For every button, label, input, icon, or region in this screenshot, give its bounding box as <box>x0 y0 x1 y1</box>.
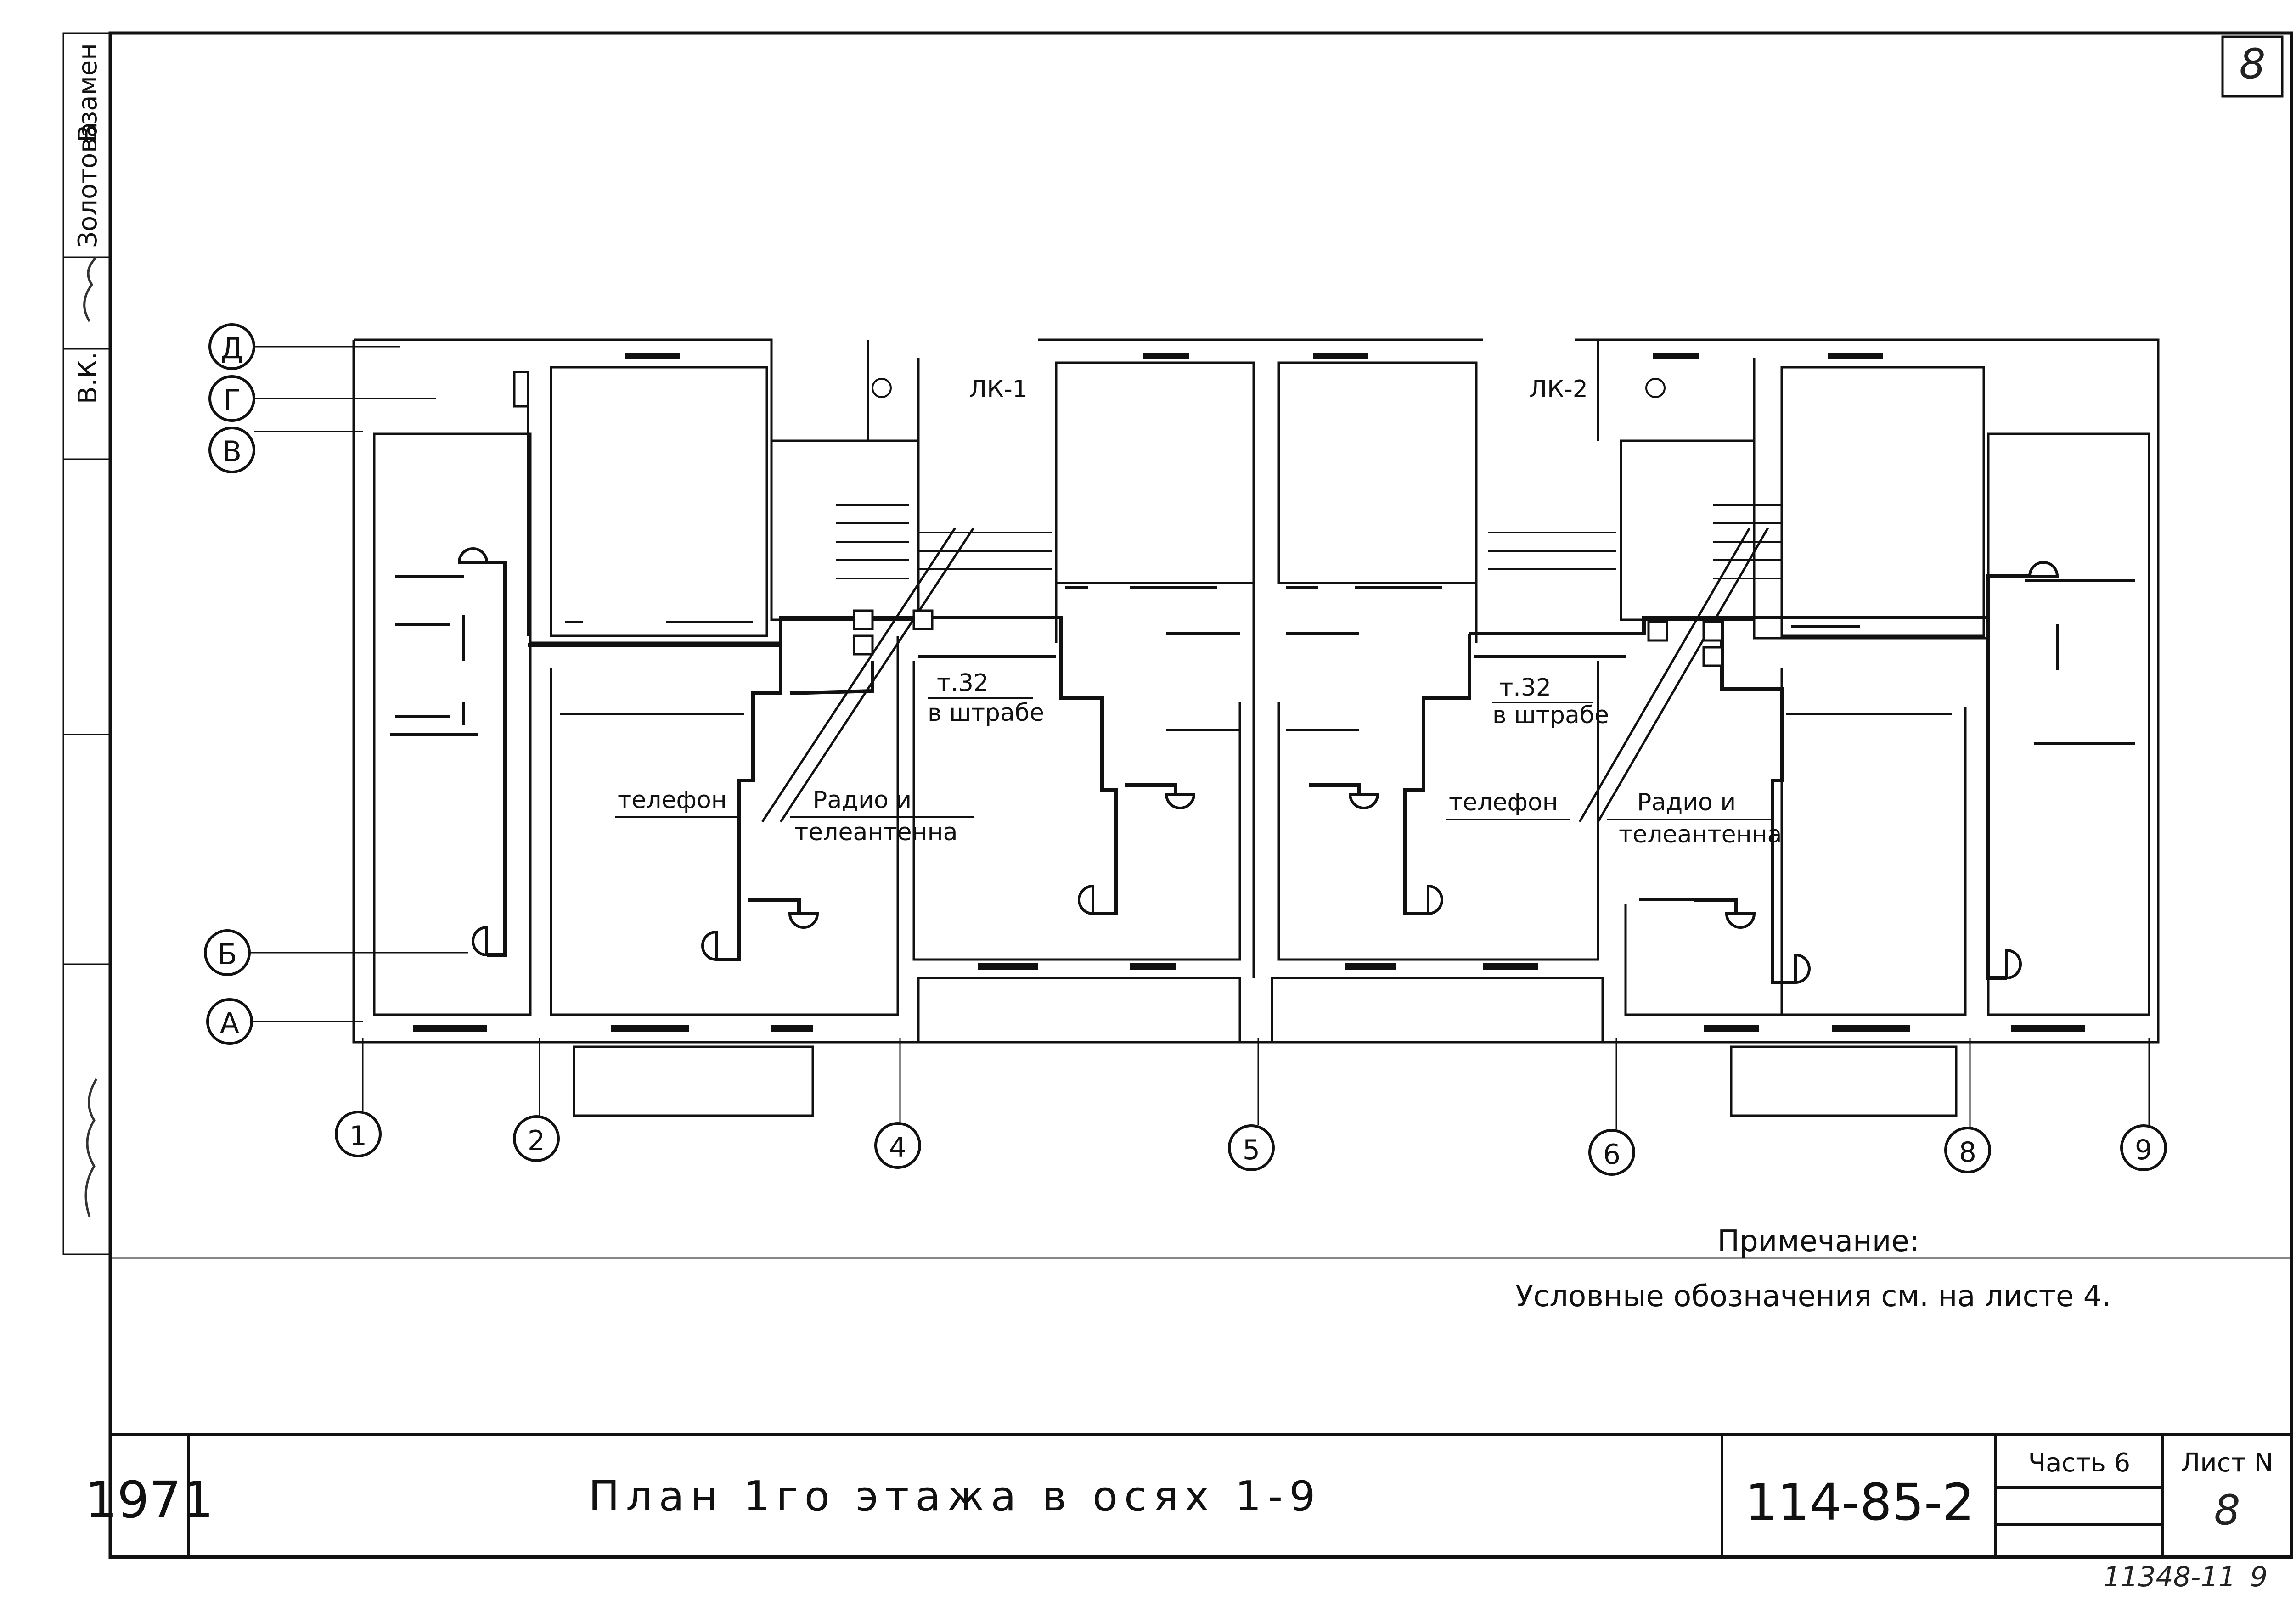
label-radio-right-2: телеантенна <box>1619 821 1782 848</box>
label-underlines <box>615 697 1773 820</box>
riser-circle-right <box>1645 378 1666 398</box>
svg-text:Б: Б <box>218 938 237 971</box>
axis-col-9: 9 <box>2120 1038 2167 1171</box>
margin-text-vk: В.К. <box>73 352 103 404</box>
socket-symbols <box>457 547 2059 984</box>
axis-row-a: А <box>206 998 363 1045</box>
label-radio-right-1: Радио и <box>1637 789 1736 816</box>
svg-text:2: 2 <box>528 1125 545 1157</box>
margin-signature <box>84 1078 98 1217</box>
label-t32-left: т.32 <box>937 669 989 697</box>
stair-steps-lk1 <box>836 504 1052 579</box>
plan-labels: ЛК-1 ЛК-2 телефон Радио и телеантенна т.… <box>618 376 1782 848</box>
svg-text:8: 8 <box>1959 1136 1976 1168</box>
riser-circle-left <box>872 378 892 398</box>
interior-fixtures <box>390 575 2135 901</box>
axis-row-d: Д <box>208 323 400 370</box>
svg-text:Г: Г <box>223 383 241 417</box>
svg-text:5: 5 <box>1243 1134 1260 1166</box>
title-main: План 1го этажа в осях 1-9 <box>588 1472 1322 1521</box>
svg-text:4: 4 <box>889 1132 906 1164</box>
note-title: Примечание: <box>1717 1224 1919 1258</box>
svg-text:9: 9 <box>2135 1134 2152 1166</box>
svg-text:В: В <box>222 435 242 468</box>
axis-row-g: Г <box>208 375 436 422</box>
label-groove-left: в штрабе <box>928 699 1044 727</box>
axis-col-5: 5 <box>1228 1038 1275 1171</box>
label-groove-right: в штрабе <box>1492 702 1609 729</box>
title-code: 114-85-2 <box>1745 1473 1974 1532</box>
axis-row-v: В <box>208 427 363 473</box>
footer-stamp: 11348-11 <box>2103 1561 2236 1593</box>
riser-diagonals <box>761 527 1769 823</box>
corner-mark-text: 8 <box>2239 40 2265 88</box>
svg-text:Д: Д <box>221 331 243 365</box>
title-year: 1971 <box>85 1471 214 1529</box>
note-text: Условные обозначения см. на листе 4. <box>1515 1280 2111 1314</box>
left-margin-stamp <box>62 32 110 1255</box>
floor-plan-walls <box>352 338 2160 1117</box>
label-stair-lk1: ЛК-1 <box>969 376 1028 403</box>
title-sheet-number: 8 <box>2214 1486 2240 1534</box>
axis-col-6: 6 <box>1588 1038 1635 1176</box>
stair-steps-lk2 <box>1488 504 1782 579</box>
label-phone-right: телефон <box>1449 789 1558 816</box>
label-t32-right: т.32 <box>1499 674 1551 702</box>
label-phone-left: телефон <box>618 786 727 814</box>
svg-text:А: А <box>220 1006 239 1040</box>
title-block <box>109 1433 2293 1558</box>
axis-col-2: 2 <box>513 1038 560 1162</box>
junction-boxes <box>853 609 1723 667</box>
corner-mark-box: 8 <box>2221 35 2284 98</box>
wiring-runs <box>478 561 2030 984</box>
footer-page: 9 <box>2250 1561 2268 1593</box>
svg-text:6: 6 <box>1603 1139 1621 1171</box>
title-sheet-label: Лист N <box>2181 1448 2273 1478</box>
axis-col-4: 4 <box>874 1038 921 1169</box>
axis-col-8: 8 <box>1944 1038 1991 1173</box>
label-radio-left-1: Радио и <box>813 786 912 814</box>
window-marks <box>413 353 2085 1032</box>
margin-signature-2 <box>83 256 97 322</box>
axis-row-b: Б <box>204 929 468 976</box>
margin-text-vzamen: Взамен <box>73 43 103 142</box>
title-part: Часть 6 <box>2028 1448 2131 1478</box>
svg-text:1: 1 <box>349 1120 367 1152</box>
margin-text-zolotova: Золотова <box>73 122 103 248</box>
label-radio-left-2: телеантенна <box>794 819 958 846</box>
axis-col-1: 1 <box>335 1038 382 1157</box>
label-stair-lk2: ЛК-2 <box>1529 376 1588 403</box>
